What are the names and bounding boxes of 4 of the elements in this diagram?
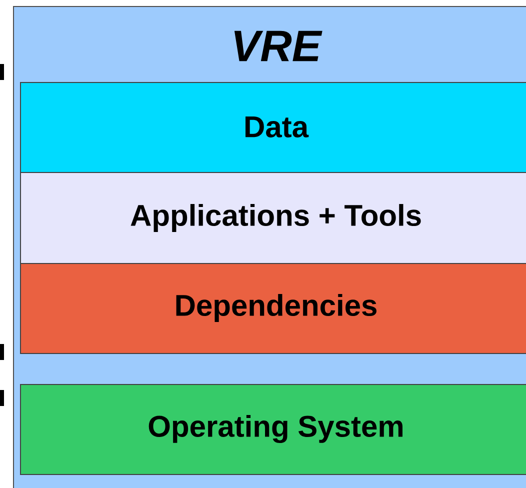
layer-box: Data xyxy=(20,82,526,173)
layer-box: Operating System xyxy=(20,384,526,475)
layer-box: Applications + Tools xyxy=(20,172,526,264)
layer-box: Dependencies xyxy=(20,263,526,354)
